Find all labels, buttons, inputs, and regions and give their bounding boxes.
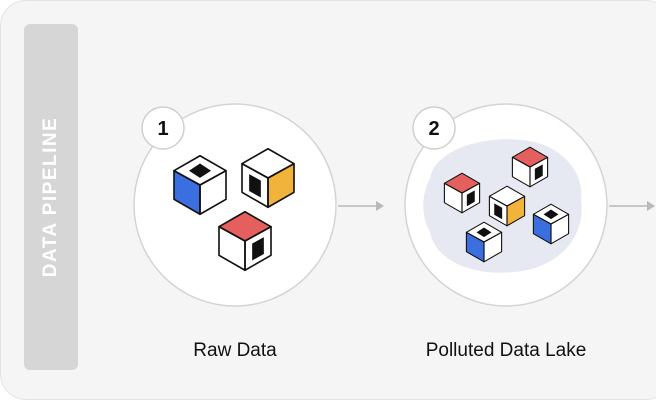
pipeline-sidebar — [24, 24, 78, 370]
stage-1-caption: Raw Data — [193, 340, 277, 361]
stage-2-polluted-data-lake: 2 — [404, 103, 608, 307]
arrow-1 — [338, 201, 384, 211]
stage-2-caption: Polluted Data Lake — [425, 340, 587, 361]
stage-1-number: 1 — [157, 118, 168, 140]
stage-2-number-badge — [412, 106, 456, 150]
stage-2-number: 2 — [428, 118, 439, 140]
stage-1-raw-data: 1 — [133, 103, 337, 307]
stage-1-circle — [133, 103, 337, 307]
stage-1-number-badge — [141, 106, 185, 150]
arrow-2 — [609, 201, 655, 211]
